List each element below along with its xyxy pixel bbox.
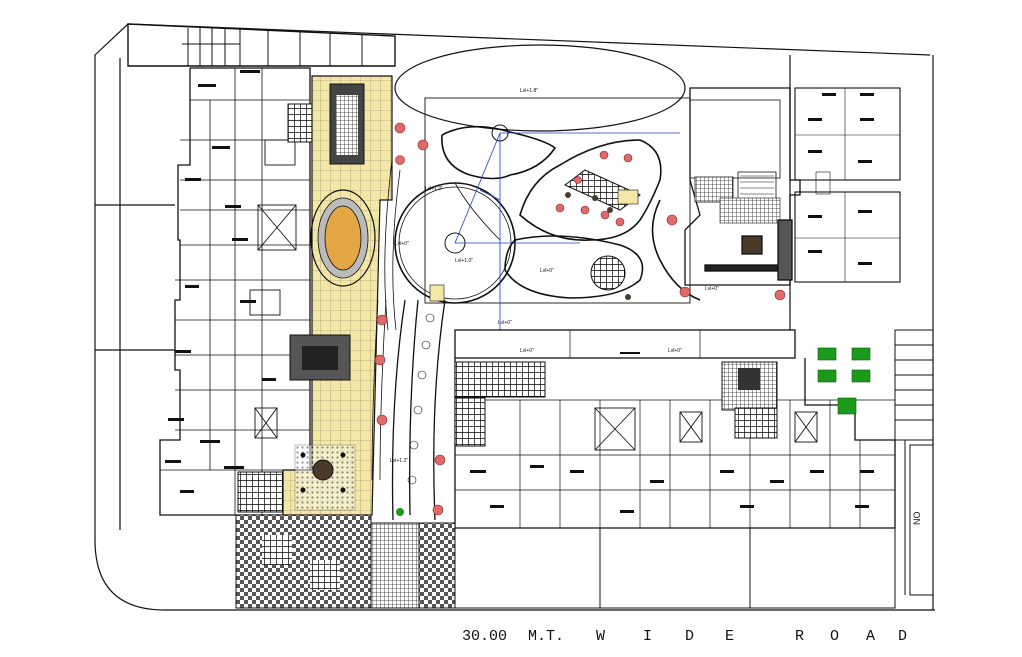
oval-lawn xyxy=(394,44,686,132)
shrubs xyxy=(396,192,631,516)
paved-area xyxy=(310,560,340,590)
green-pads xyxy=(817,347,871,415)
level-label: Lvl+1.2" xyxy=(390,458,408,464)
trees xyxy=(374,122,786,516)
courtyard-block-inner xyxy=(302,346,338,370)
level-label: Lvl+0" xyxy=(668,348,682,354)
road-width: 30.00 xyxy=(462,628,507,645)
hatch-area xyxy=(738,368,760,390)
courtyard-plaza xyxy=(294,444,356,511)
left-building xyxy=(159,67,311,516)
road-letter: W xyxy=(596,628,605,645)
hatch-area xyxy=(454,361,546,398)
site-boundary xyxy=(94,23,935,611)
walkway xyxy=(391,284,446,521)
right-units xyxy=(794,87,901,283)
road-letter: D xyxy=(898,628,907,645)
level-label: Lvl+0" xyxy=(540,268,554,274)
paved-area xyxy=(262,535,292,565)
central-plaza xyxy=(394,44,691,304)
road-unit: M.T. xyxy=(528,628,564,645)
level-label: Lvl+1.0" xyxy=(455,258,473,264)
right-upper-building xyxy=(684,87,801,286)
hatch-area xyxy=(454,397,486,447)
level-label-oval: Lvl+1.8" xyxy=(520,88,538,94)
garden-island xyxy=(519,139,662,241)
level-label: Lvl+0" xyxy=(520,348,534,354)
hatch-area xyxy=(734,407,778,439)
level-label: Lvl+0" xyxy=(705,286,719,292)
round-bed xyxy=(590,255,626,291)
road-letter: D xyxy=(685,628,694,645)
dimension-lines xyxy=(454,132,680,330)
paved-area xyxy=(370,522,420,609)
frontage xyxy=(454,527,896,609)
side-label: NO xyxy=(912,512,922,526)
level-label: Lvl+1.0" xyxy=(425,186,443,192)
paved-area xyxy=(418,522,456,609)
hatch-area xyxy=(237,471,284,513)
parking-strip xyxy=(127,23,396,67)
fountain xyxy=(310,189,376,287)
road-letter: R xyxy=(795,628,804,645)
road-letter: O xyxy=(830,628,839,645)
road-letter: E xyxy=(725,628,734,645)
level-label: Lvl+0" xyxy=(395,241,409,247)
road-letter: A xyxy=(866,628,875,645)
level-label: Lvl+0" xyxy=(498,320,512,326)
road-letter: I xyxy=(643,628,652,645)
courtyard-block-inner xyxy=(336,95,358,155)
right-parking xyxy=(894,329,934,596)
paved-area xyxy=(235,514,372,609)
road-letters: W I D E R O A D xyxy=(596,628,907,645)
island-lower xyxy=(504,235,644,299)
